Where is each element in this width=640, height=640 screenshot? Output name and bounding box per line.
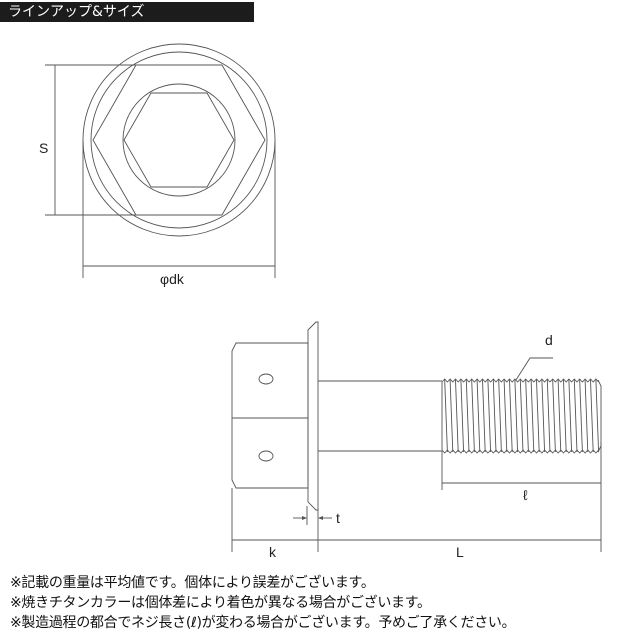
bolt-top-view: S φdk <box>39 43 276 287</box>
flange <box>307 321 319 511</box>
threaded-section <box>441 378 602 454</box>
note: ※焼きチタンカラーは個体差により着色が異なる場合がございます。 <box>10 595 431 611</box>
outer-hex <box>92 64 266 216</box>
dk-label: φdk <box>160 271 185 287</box>
inner-circle <box>122 83 236 197</box>
note: ※製造過程の都合でネジ長さ(ℓ)が変わる場合がございます。予めご了承ください。 <box>10 615 516 631</box>
wire-hole <box>258 373 274 385</box>
section-header: ラインアップ&サイズ <box>0 2 254 22</box>
thread-length-label: ℓ <box>523 487 528 503</box>
k-label: k <box>269 544 277 560</box>
d-leader <box>515 357 553 381</box>
L-label: L <box>456 544 464 560</box>
t-label: t <box>336 510 340 526</box>
notes: ※記載の重量は平均値です。個体により誤差がございます。 ※焼きチタンカラーは個体… <box>10 573 516 633</box>
s-label: S <box>39 140 48 156</box>
d-label: d <box>545 332 553 348</box>
note: ※記載の重量は平均値です。個体により誤差がございます。 <box>10 575 375 591</box>
flange-outer-circle <box>82 43 276 237</box>
wire-hole <box>258 450 274 462</box>
bolt-side-view: d ℓ t k L <box>231 321 602 560</box>
bolt-head <box>231 342 309 489</box>
inner-hex <box>123 92 235 188</box>
flange-inner-circle <box>90 51 268 229</box>
